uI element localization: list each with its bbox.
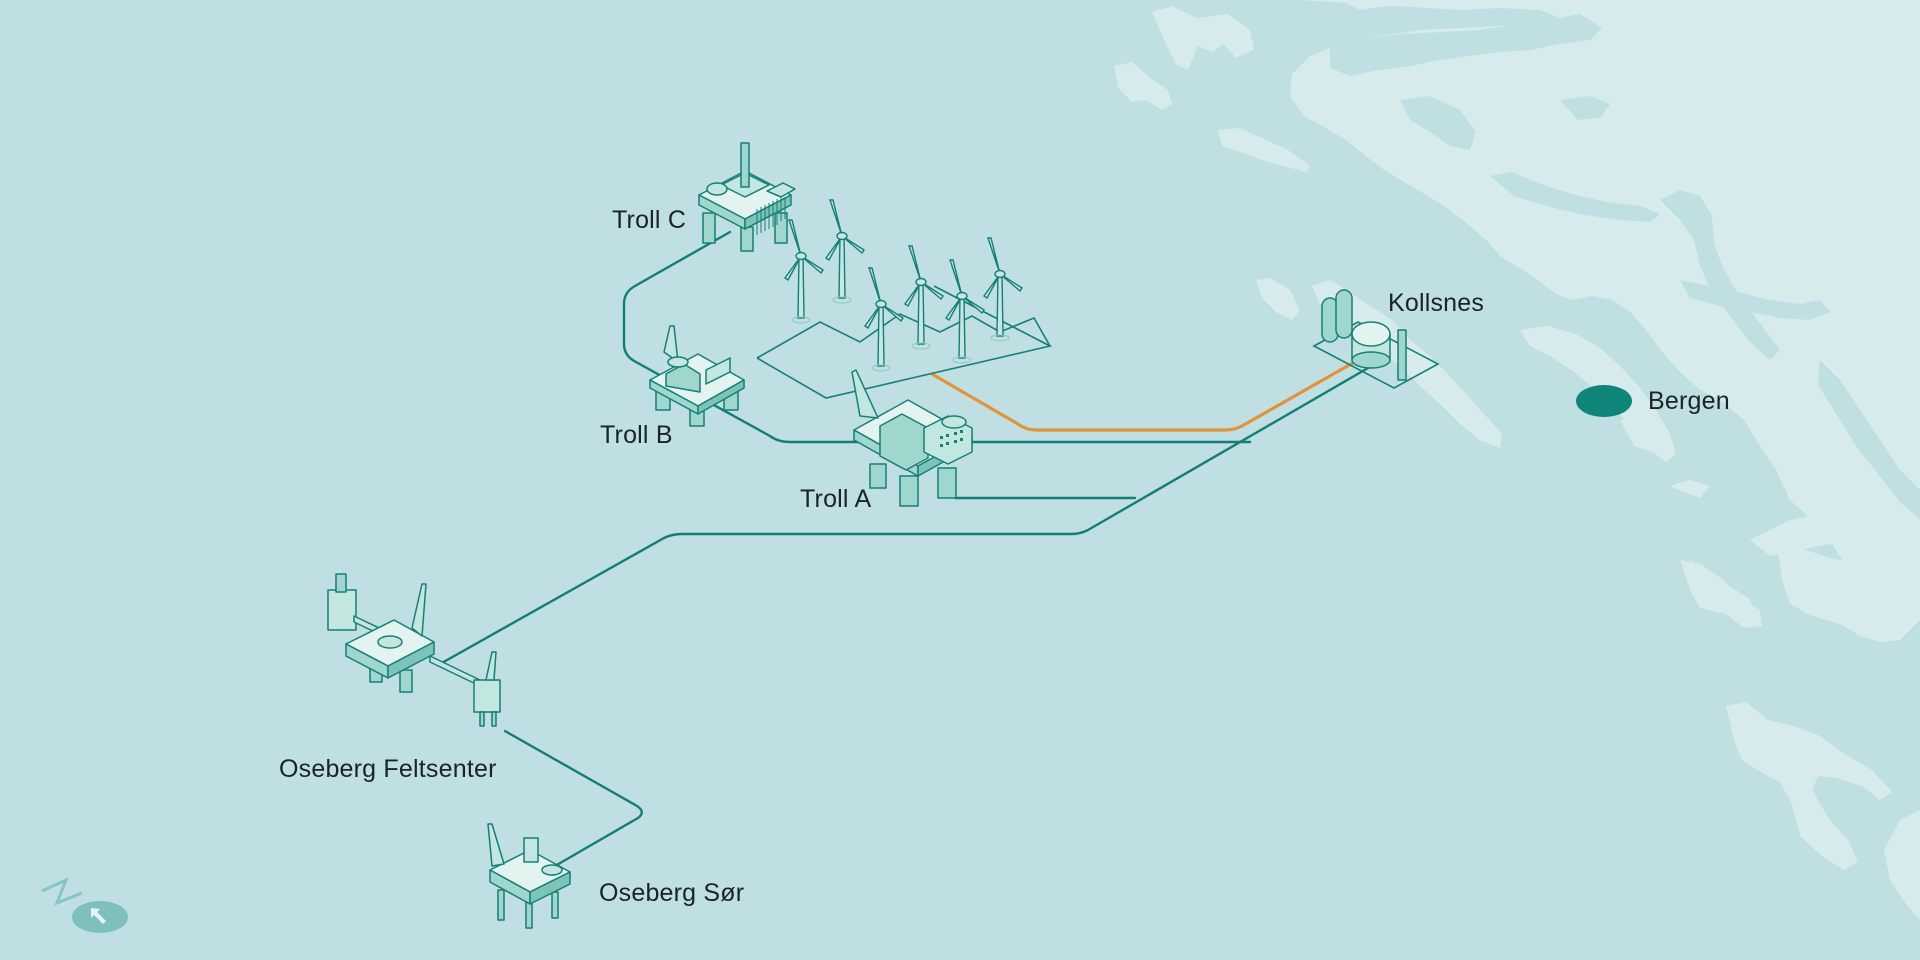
- pipeline-troll-c-troll-b[interactable]: [622, 230, 1252, 444]
- wind-farm-cable-ring: [756, 313, 1051, 359]
- pipeline-oseberg-feltsenter-sor[interactable]: [503, 729, 643, 868]
- troll-c-platform-icon[interactable]: [698, 142, 796, 252]
- pipelines: [438, 230, 1370, 868]
- north-letter-n: [41, 877, 83, 906]
- label-troll-a: Troll A: [800, 485, 872, 513]
- label-troll-c: Troll C: [612, 206, 687, 234]
- troll-a-platform-icon[interactable]: [851, 369, 973, 507]
- label-oseberg-feltsenter: Oseberg Feltsenter: [279, 755, 497, 783]
- pipeline-oseberg-kollsnes[interactable]: [438, 366, 1370, 666]
- label-troll-b: Troll B: [600, 421, 673, 449]
- wind-turbine-icon: [945, 259, 985, 364]
- wind-turbines: [784, 199, 1023, 372]
- wind-farm-boundary: [756, 285, 1053, 399]
- wind-turbine-icon: [904, 245, 944, 350]
- troll-b-platform-icon[interactable]: [649, 325, 745, 427]
- oseberg-feltsenter-platform-icon[interactable]: [327, 573, 501, 727]
- wind-turbine-icon: [825, 199, 865, 304]
- label-oseberg-sor: Oseberg Sør: [599, 879, 745, 907]
- label-kollsnes: Kollsnes: [1388, 289, 1485, 317]
- wind-farm[interactable]: [756, 199, 1053, 399]
- coastline-land: [1114, 0, 1920, 920]
- label-bergen: Bergen: [1648, 387, 1730, 415]
- wind-turbine-icon: [983, 237, 1023, 342]
- kollsnes-plant-icon[interactable]: [1312, 289, 1440, 389]
- wind-turbine-icon: [784, 219, 824, 324]
- city-marker-icon[interactable]: [1576, 385, 1632, 417]
- compass: [41, 877, 128, 933]
- wind-turbine-icon: [864, 267, 904, 372]
- power-cable-wind-farm-kollsnes[interactable]: [930, 358, 1360, 432]
- oseberg-sor-platform-icon[interactable]: [487, 823, 571, 929]
